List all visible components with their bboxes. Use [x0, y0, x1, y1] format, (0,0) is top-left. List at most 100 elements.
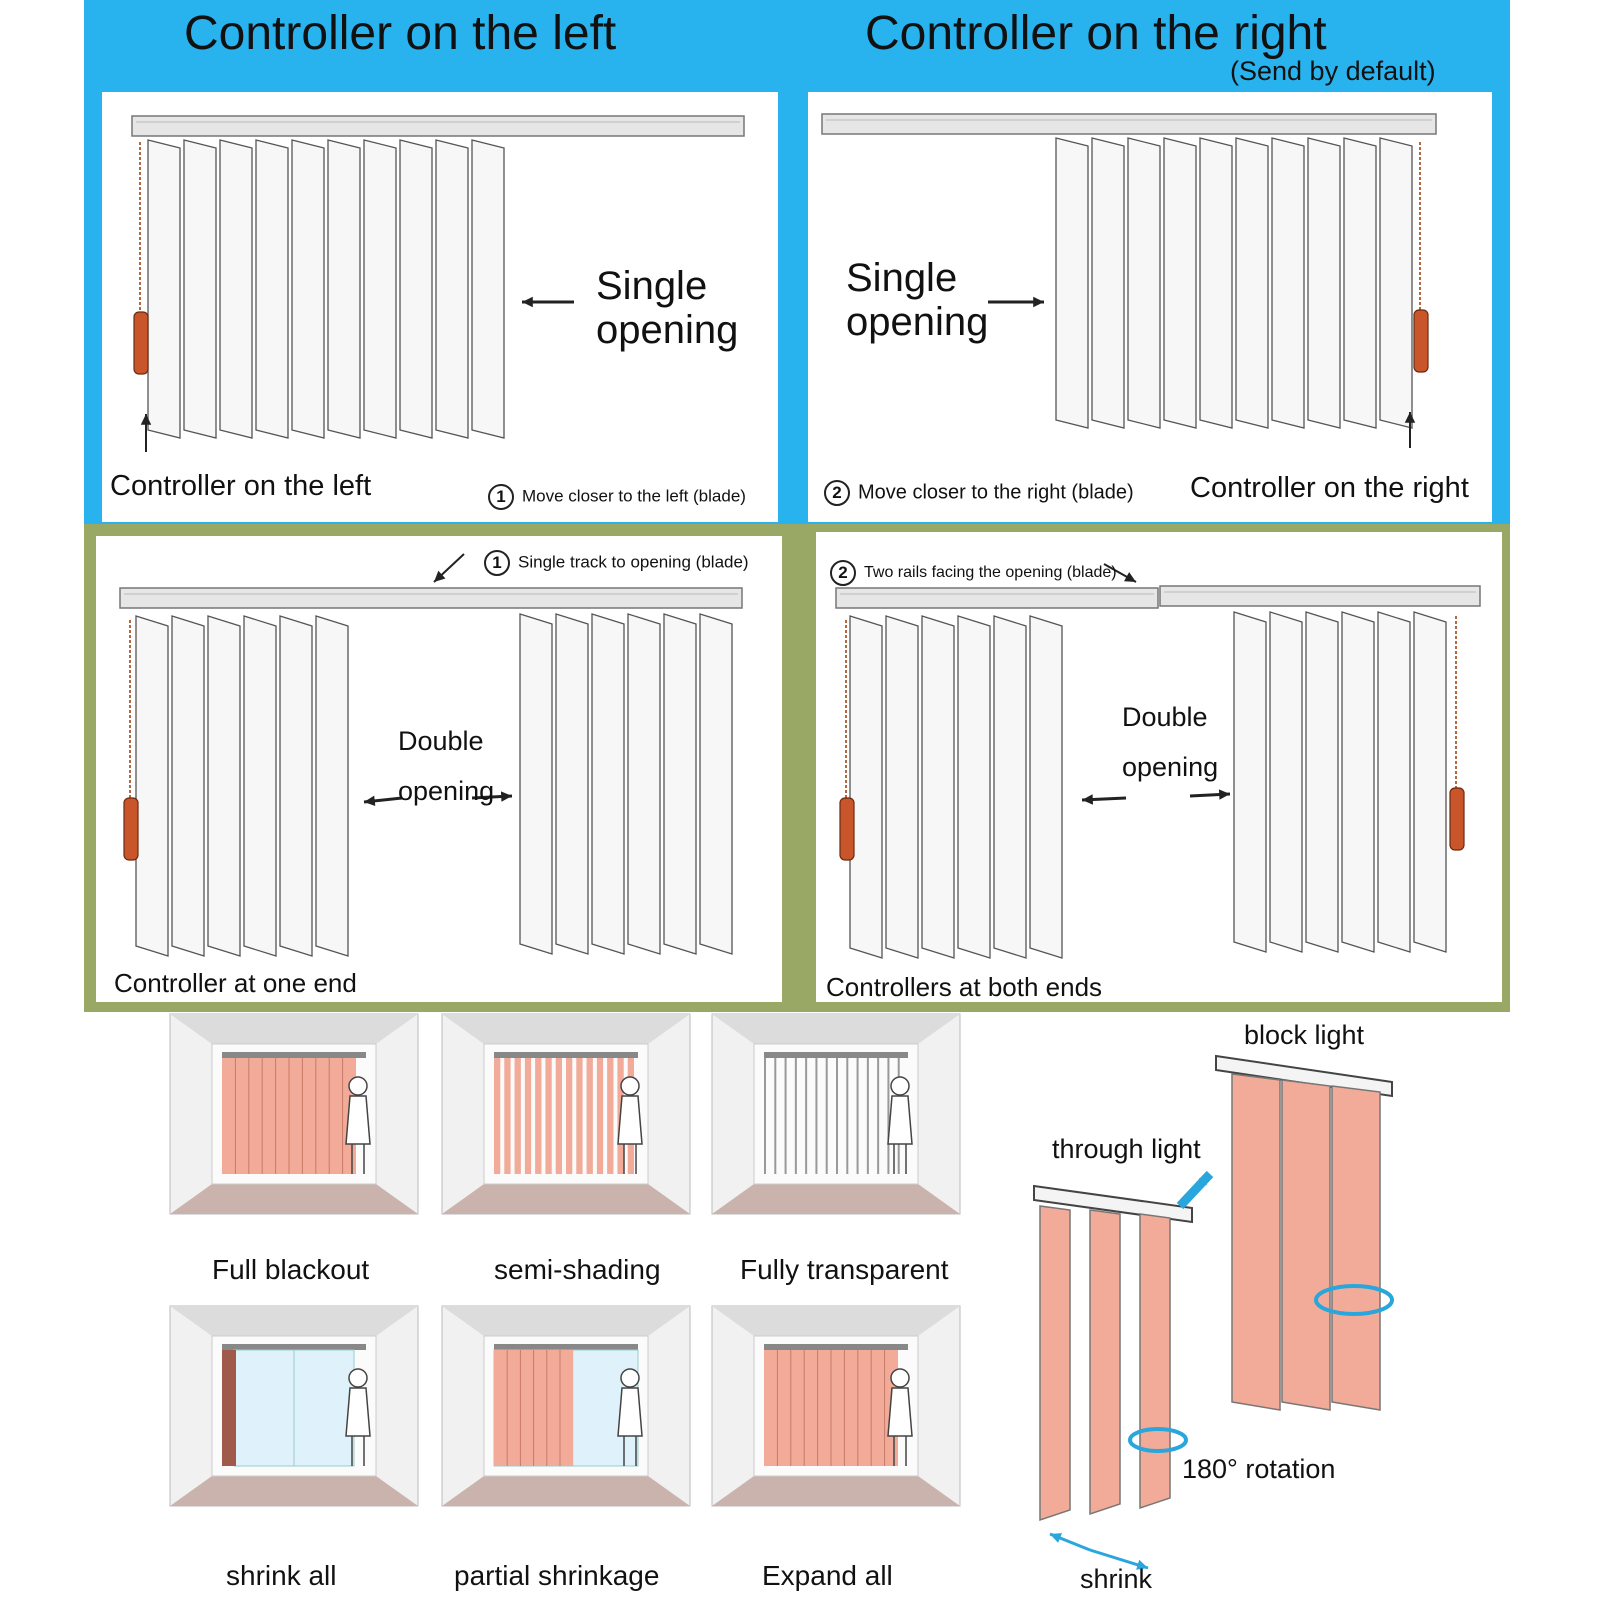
blade-strip	[607, 1058, 614, 1174]
blade	[1235, 137, 1269, 429]
blade	[219, 139, 253, 439]
fabric-blade	[1281, 1079, 1331, 1411]
headrail	[1215, 1054, 1393, 1098]
blade	[921, 615, 955, 959]
blade-strip	[566, 1058, 573, 1174]
person-body-icon	[617, 1387, 643, 1437]
mode-label-partial-shrinkage: partial shrinkage	[454, 1560, 660, 1591]
right-subtitle: (Send by default)	[1230, 56, 1436, 86]
person-legs-icon	[351, 1144, 365, 1174]
arrow-head-icon	[1218, 789, 1230, 800]
blade-strip	[586, 1058, 593, 1174]
headrail	[1159, 585, 1481, 607]
blade	[291, 139, 325, 439]
blade-edge	[784, 1058, 787, 1174]
blade	[315, 615, 349, 957]
step-number-badge: 2	[830, 560, 856, 586]
through-light-label: through light	[1052, 1134, 1201, 1164]
blinds-left-illustration	[131, 115, 745, 452]
step-number-badge: 1	[484, 550, 510, 576]
room-floor	[712, 1476, 960, 1506]
fabric-blade	[1039, 1205, 1071, 1522]
blade-edge	[825, 1058, 828, 1174]
room-floor	[170, 1184, 418, 1214]
person-icon	[890, 1368, 910, 1388]
blade-strip	[596, 1058, 604, 1174]
blinds-double-opening-both-ends	[835, 563, 1481, 959]
blade-strip	[504, 1058, 511, 1174]
blade	[1029, 615, 1063, 959]
blade-edge	[794, 1058, 797, 1174]
arrow-head-icon	[1082, 794, 1094, 805]
blade-edge	[764, 1058, 766, 1174]
person-icon	[620, 1076, 640, 1096]
blade	[1269, 611, 1303, 953]
mode-label-shrink-all: shrink all	[226, 1560, 337, 1591]
blade	[363, 139, 397, 439]
controller-icon	[1413, 309, 1429, 373]
room-ceiling	[170, 1306, 418, 1336]
blade	[1163, 137, 1197, 429]
blade	[255, 139, 289, 439]
curtain-rail	[222, 1344, 366, 1350]
curtain-rail	[494, 1344, 638, 1350]
blade	[519, 613, 553, 955]
curtain-rail	[494, 1052, 638, 1058]
rotation-arrow-icon	[1314, 1284, 1394, 1316]
shrink-label: shrink	[1080, 1564, 1153, 1594]
blade	[1307, 137, 1341, 429]
blade	[1091, 137, 1125, 429]
room-ceiling	[712, 1306, 960, 1336]
person-legs-icon	[893, 1144, 907, 1174]
person-legs-icon	[623, 1144, 637, 1174]
headrail	[821, 113, 1437, 135]
arrow-head-icon	[522, 296, 533, 308]
blade	[1377, 611, 1411, 953]
blade	[1379, 137, 1413, 429]
blade	[555, 613, 589, 955]
blade-edge	[815, 1058, 818, 1174]
room-ceiling	[442, 1014, 690, 1044]
panel-caption: Controller on the left	[110, 470, 372, 502]
arrow-head-icon	[140, 414, 152, 425]
person-icon	[348, 1076, 368, 1096]
blinds-right-illustration	[821, 113, 1437, 448]
blade	[207, 615, 241, 957]
headrail	[1033, 1184, 1193, 1224]
person-legs-icon	[351, 1436, 365, 1466]
blade	[885, 615, 919, 959]
arrow-head-icon	[364, 795, 376, 807]
person-icon	[620, 1368, 640, 1388]
room-floor	[712, 1184, 960, 1214]
blade	[627, 613, 661, 955]
blade-strip	[535, 1058, 542, 1174]
person-legs-icon	[893, 1436, 907, 1466]
stacked-blades	[222, 1350, 236, 1466]
room-ceiling	[442, 1306, 690, 1336]
blade	[1127, 137, 1161, 429]
blade	[1055, 137, 1089, 429]
blade	[327, 139, 361, 439]
blade	[279, 615, 313, 957]
blade	[591, 613, 625, 955]
block-light-label: block light	[1244, 1020, 1365, 1050]
person-icon	[348, 1368, 368, 1388]
panel-caption: Controller at one end	[114, 968, 357, 998]
blade-edge	[866, 1058, 869, 1174]
blinds-double-opening-one-end	[119, 553, 743, 957]
blade	[1413, 611, 1447, 953]
fabric-blade	[1231, 1073, 1281, 1411]
blade-strip	[514, 1058, 521, 1174]
blade	[399, 139, 433, 439]
controller-icon	[839, 797, 855, 861]
person-body-icon	[887, 1387, 913, 1437]
blade	[435, 139, 469, 439]
blade	[1305, 611, 1339, 953]
